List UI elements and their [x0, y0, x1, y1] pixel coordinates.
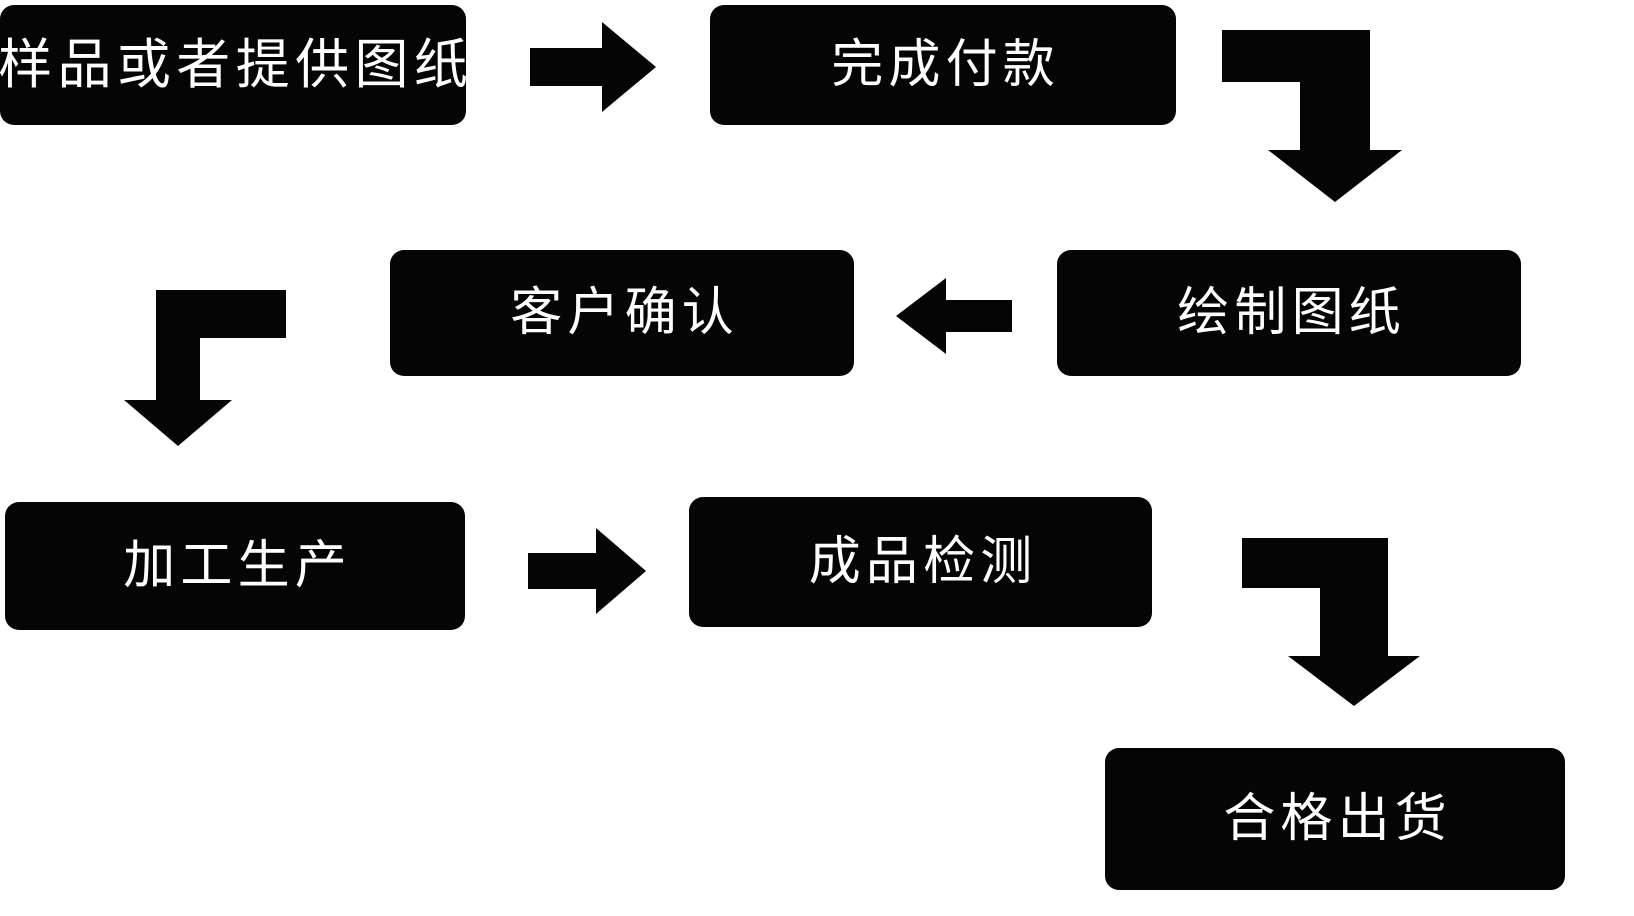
arrow-right-icon [528, 528, 646, 614]
flow-node-produce[interactable]: 加工生产 [5, 502, 465, 630]
arrow-right-icon [530, 22, 656, 112]
arrow-elbow-down-right-icon [1242, 538, 1420, 706]
flow-node-produce-label: 加工生产 [123, 537, 352, 595]
arrow-elbow-down-left-icon [124, 290, 286, 446]
flow-node-payment[interactable]: 完成付款 [710, 5, 1176, 125]
flow-node-ship[interactable]: 合格出货 [1105, 748, 1565, 890]
arrow-elbow-down-right-icon [1222, 30, 1402, 202]
flow-node-drawing[interactable]: 绘制图纸 [1057, 250, 1521, 376]
flow-node-sample-label: 样品或者提供图纸 [0, 35, 474, 95]
flow-node-inspect-label: 成品检测 [808, 533, 1038, 591]
flow-node-ship-label: 合格出货 [1223, 790, 1452, 848]
arrow-left-icon [896, 278, 1012, 354]
flow-node-inspect[interactable]: 成品检测 [689, 497, 1152, 627]
flow-node-confirm-label: 客户确认 [510, 284, 739, 342]
flow-node-drawing-label: 绘制图纸 [1177, 284, 1406, 342]
flow-node-sample[interactable]: 样品或者提供图纸 [0, 5, 468, 125]
flow-node-confirm[interactable]: 客户确认 [390, 250, 854, 376]
flow-node-payment-label: 完成付款 [831, 36, 1060, 94]
